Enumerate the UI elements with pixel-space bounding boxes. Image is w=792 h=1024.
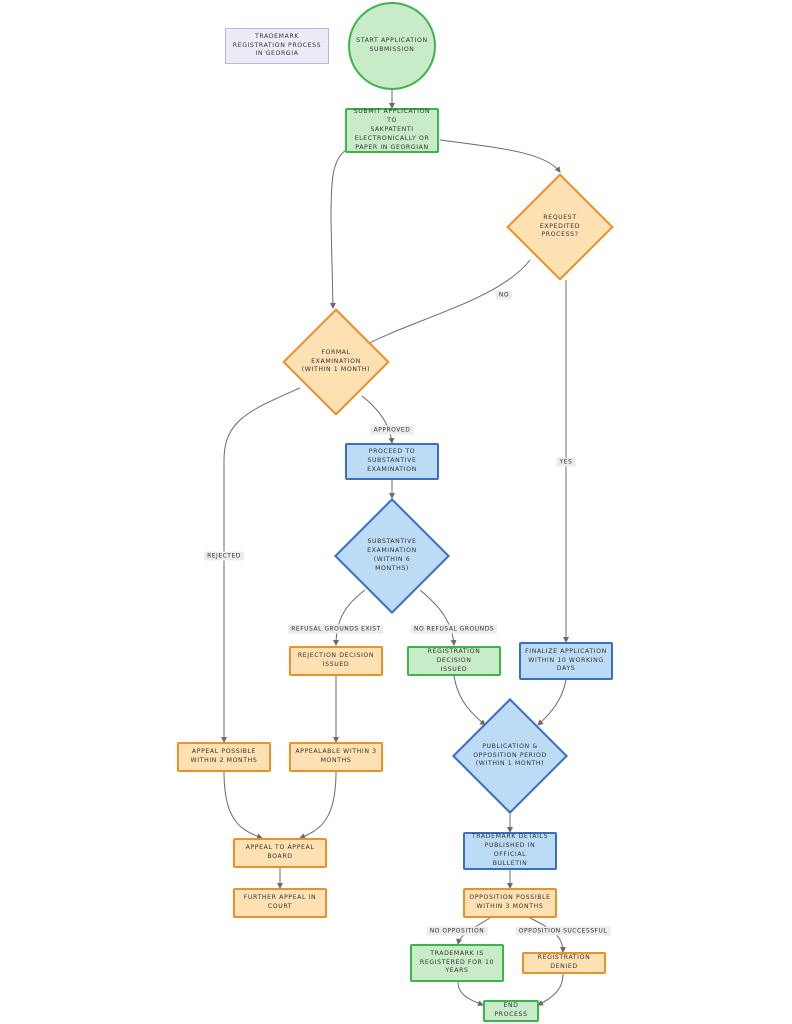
rejection-decision-node: REJECTION DECISION ISSUED	[289, 646, 383, 676]
publication-opposition-decision: PUBLICATION & OPPOSITION PERIOD (WITHIN …	[452, 698, 568, 814]
edge-label-yes: YES	[556, 457, 576, 467]
appealable-node: APPEALABLE WITHIN 3 MONTHS	[289, 742, 383, 772]
edge-finalize-publication	[537, 679, 567, 726]
edge-label-rejected: REJECTED	[204, 551, 244, 561]
edge-substantive-rejection	[333, 589, 366, 646]
substantive-examination-decision: SUBSTANTIVE EXAMINATION (WITHIN 6 MONTHS…	[334, 498, 450, 614]
edge-label-approved: APPROVED	[370, 425, 414, 435]
request-expedited-decision: REQUEST EXPEDITED PROCESS?	[506, 173, 614, 281]
trademark-registered-node: TRADEMARK IS REGISTERED FOR 10 YEARS	[410, 944, 504, 982]
edge-denied-end	[537, 973, 564, 1006]
registration-decision-node: REGISTRATION DECISION ISSUED	[407, 646, 501, 676]
edge-appealable-board	[299, 771, 337, 839]
formal-examination-decision: FORMAL EXAMINATION (WITHIN 1 MONTH)	[282, 308, 390, 416]
decision-label: FORMAL EXAMINATION (WITHIN 1 MONTH)	[301, 348, 371, 374]
edge-label-no: NO	[495, 290, 513, 300]
edge-submit-expedited	[439, 139, 561, 173]
edge-appeal-possible-board	[223, 771, 263, 840]
opposition-possible-node: OPPOSITION POSSIBLE WITHIN 3 MONTHS	[463, 888, 557, 918]
further-appeal-node: FURTHER APPEAL IN COURT	[233, 888, 327, 918]
appeal-possible-node: APPEAL POSSIBLE WITHIN 2 MONTHS	[177, 742, 271, 772]
published-bulletin-node: TRADEMARK DETAILS PUBLISHED IN OFFICIAL …	[463, 832, 557, 870]
appeal-board-node: APPEAL TO APPEAL BOARD	[233, 838, 327, 868]
end-process-node: END PROCESS	[483, 1000, 539, 1022]
edge-regdecision-publication	[453, 675, 486, 726]
edge-submit-formal	[329, 149, 347, 309]
decision-label: REQUEST EXPEDITED PROCESS?	[539, 213, 581, 239]
edge-expedited-formal-no	[359, 259, 531, 349]
finalize-application-node: FINALIZE APPLICATION WITHIN 10 WORKING D…	[519, 642, 613, 680]
edge-registered-end	[457, 981, 484, 1007]
decision-label: PUBLICATION & OPPOSITION PERIOD (WITHIN …	[473, 742, 547, 768]
edge-formal-appeal-possible-rejected	[221, 387, 301, 743]
edge-label-opposition-successful: OPPOSITION SUCCESSFUL	[515, 926, 611, 936]
edge-substantive-regdecision	[419, 589, 457, 646]
submit-application-node: SUBMIT APPLICATION TO SAKPATENTI ELECTRO…	[345, 108, 439, 153]
decision-label: SUBSTANTIVE EXAMINATION (WITHIN 6 MONTHS…	[367, 538, 417, 572]
edge-label-no-refusal-grounds: NO REFUSAL GROUNDS	[410, 624, 498, 634]
diagram-title: TRADEMARK REGISTRATION PROCESS IN GEORGI…	[225, 28, 329, 64]
start-node: START APPLICATION SUBMISSION	[348, 2, 436, 90]
edge-label-refusal-grounds-exist: REFUSAL GROUNDS EXIST	[288, 624, 384, 634]
registration-denied-node: REGISTRATION DENIED	[522, 952, 606, 974]
edge-label-no-opposition: NO OPPOSITION	[426, 926, 488, 936]
edge-formal-proceed-approved	[361, 395, 395, 444]
proceed-substantive-node: PROCEED TO SUBSTANTIVE EXAMINATION	[345, 443, 439, 480]
